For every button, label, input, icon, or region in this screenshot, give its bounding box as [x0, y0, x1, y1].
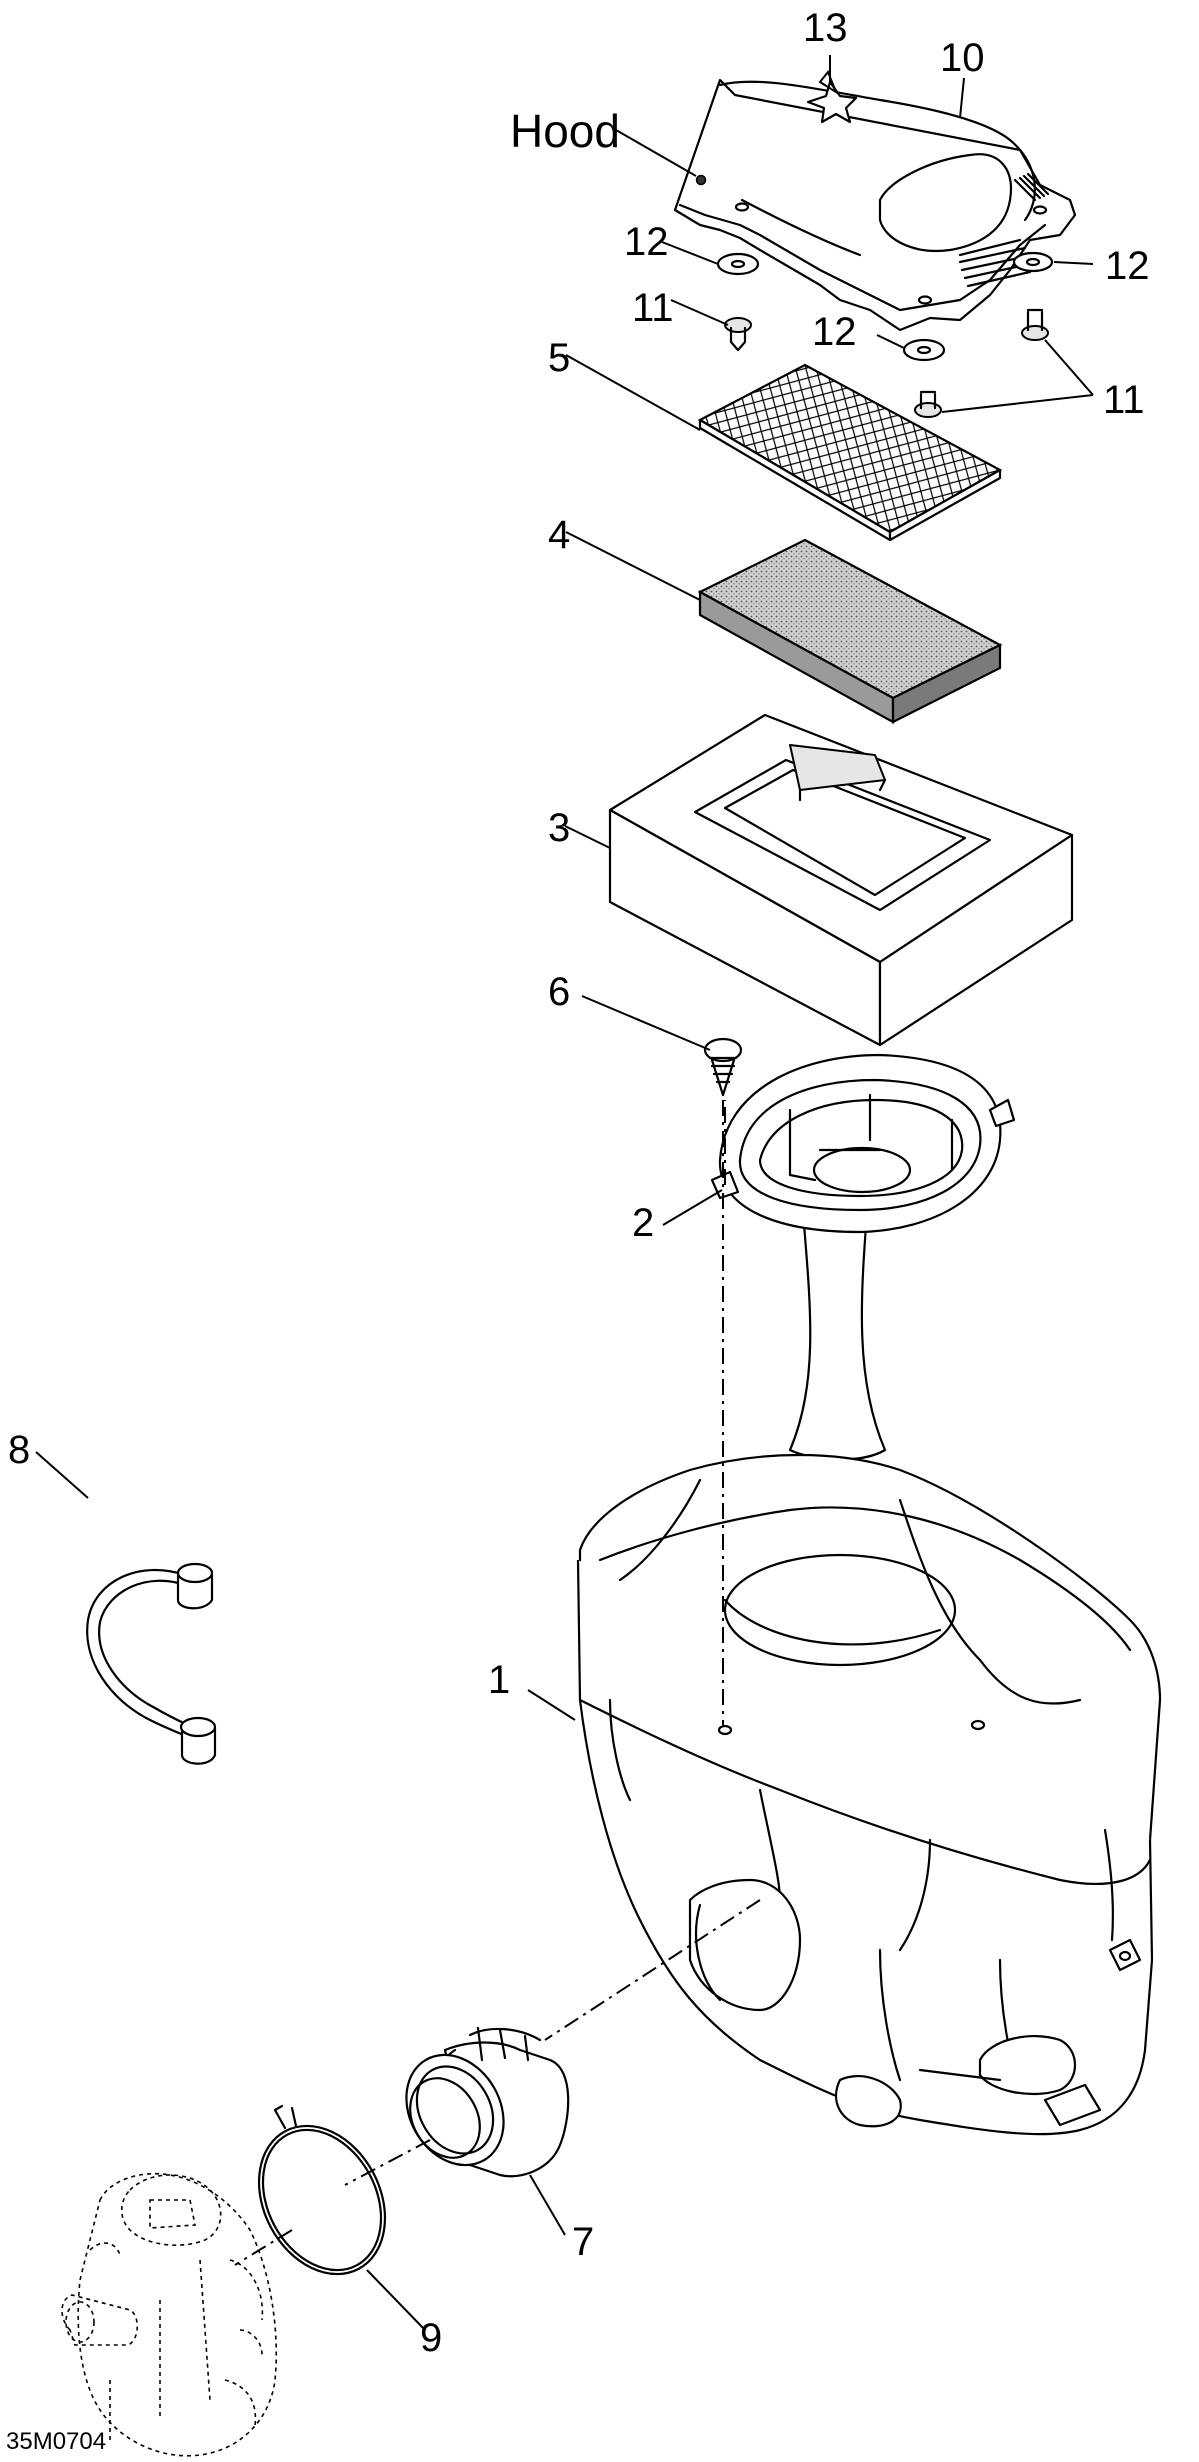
part-11-screw-left	[724, 317, 752, 352]
label-part-10: 10	[940, 36, 985, 80]
label-part-12-right: 12	[1105, 244, 1150, 288]
label-part-5: 5	[548, 336, 571, 380]
part-1-air-box	[576, 1453, 1162, 2136]
part-2-intake-funnel	[710, 1053, 1016, 1461]
part-8-clamp	[86, 1562, 217, 1765]
part-4-foam-filter	[697, 538, 1003, 724]
label-part-4: 4	[548, 513, 571, 557]
part-9-spring-clamp	[257, 2104, 387, 2276]
part-11-screw-right	[1021, 308, 1049, 341]
part-5-mesh-screen	[697, 363, 1003, 542]
drawing-code: 35M0704	[6, 2428, 107, 2455]
label-part-6: 6	[548, 970, 571, 1014]
label-part-13: 13	[803, 6, 848, 50]
label-part-3: 3	[548, 806, 571, 850]
assembly-center-lines	[234, 1100, 761, 2266]
label-part-7: 7	[572, 2220, 595, 2264]
part-12-washer-left	[716, 252, 760, 276]
label-part-9: 9	[420, 2316, 443, 2360]
label-part-12-left: 12	[624, 220, 669, 264]
part-7-intake-boot	[405, 2026, 570, 2178]
leader-lines	[35, 55, 1094, 2331]
label-hood: Hood	[510, 105, 620, 157]
label-part-8: 8	[8, 1428, 31, 1472]
part-12-washer-center	[902, 338, 946, 362]
carburetor-phantom	[61, 2172, 278, 2457]
part-6-push-rivet	[703, 1037, 743, 1097]
label-part-11-left: 11	[632, 286, 674, 330]
label-part-12-center: 12	[812, 310, 857, 354]
label-part-2: 2	[632, 1201, 655, 1245]
part-11-screw-center	[914, 390, 942, 418]
part-3-filter-frame	[608, 713, 1074, 1047]
part-12-washer-right	[1012, 251, 1054, 273]
label-part-1: 1	[488, 1658, 511, 1702]
label-part-11-right: 11	[1103, 378, 1145, 422]
part-10-hood-cover	[673, 78, 1077, 332]
